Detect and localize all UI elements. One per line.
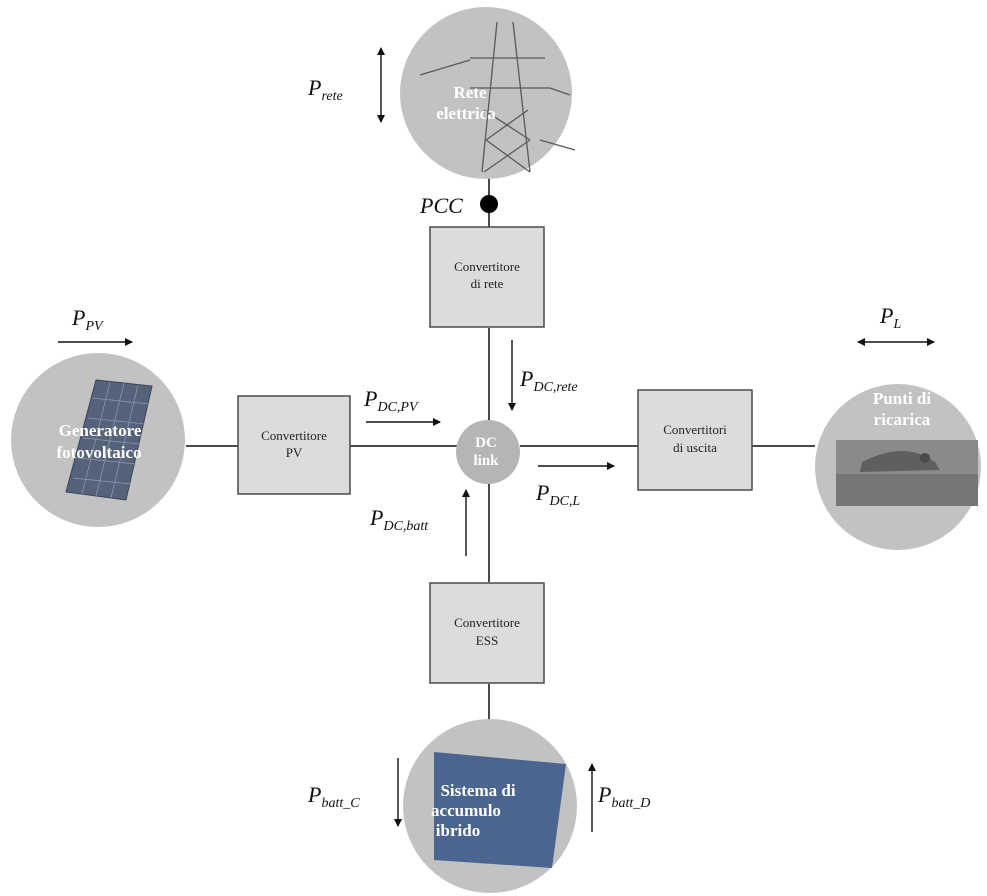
storage-node-label-line2: accumulo <box>431 801 501 820</box>
dc-link-label-line2: link <box>473 453 499 469</box>
charging-node: Punti di ricarica <box>815 384 981 550</box>
dc-link-node: DC link <box>456 420 520 484</box>
ess-converter: Convertitore ESS <box>429 582 545 684</box>
p-l-label: PL <box>879 303 901 332</box>
output-converter: Convertitori di uscita <box>637 389 753 491</box>
charging-station-icon <box>836 440 978 506</box>
pv-converter: Convertitore PV <box>237 395 351 495</box>
storage-node-label-line3: ibrido <box>436 821 480 840</box>
battery-block-icon <box>434 752 566 868</box>
pylon-icon <box>419 21 576 173</box>
grid-node-label-line1: Rete <box>453 83 486 102</box>
p-rete-label: Prete <box>307 75 343 104</box>
p-batt-d-indicator: Pbatt_D <box>588 763 650 832</box>
p-dc-l-indicator: PDC,L <box>535 462 615 509</box>
p-dc-pv-label: PDC,PV <box>363 386 419 415</box>
storage-node-label-line1: Sistema di <box>440 781 515 800</box>
p-batt-c-indicator: Pbatt_C <box>307 758 402 827</box>
ess-converter-line1: Convertitore <box>454 615 520 630</box>
pv-node: Generatore fotovoltaico <box>11 353 185 527</box>
p-dc-rete-label: PDC,rete <box>519 366 578 395</box>
pv-converter-line2: PV <box>286 445 303 460</box>
pcc-label: PCC <box>419 193 463 218</box>
p-dc-batt-indicator: PDC,batt <box>369 489 470 556</box>
p-l-indicator: PL <box>857 303 935 346</box>
grid-converter: Convertitore di rete <box>429 226 545 328</box>
p-dc-pv-indicator: PDC,PV <box>363 386 441 426</box>
charging-node-label-line1: Punti di <box>873 389 931 408</box>
p-batt-c-label: Pbatt_C <box>307 782 360 811</box>
p-batt-d-label: Pbatt_D <box>597 782 650 811</box>
solar-panel-icon <box>65 379 153 501</box>
grid-converter-line1: Convertitore <box>454 259 520 274</box>
pv-converter-line1: Convertitore <box>261 428 327 443</box>
ess-converter-line2: ESS <box>476 633 498 648</box>
grid-converter-line2: di rete <box>471 276 504 291</box>
pcc-point: PCC <box>419 193 498 218</box>
charging-node-label-line2: ricarica <box>874 410 931 429</box>
pv-node-label-line1: Generatore <box>59 421 142 440</box>
storage-node: Sistema di accumulo ibrido <box>403 719 577 893</box>
output-converter-line2: di uscita <box>673 440 717 455</box>
wiring <box>186 162 815 720</box>
p-rete-indicator: Prete <box>307 47 385 123</box>
grid-node: Rete elettrica <box>400 7 576 179</box>
grid-node-label-line2: elettrica <box>436 104 496 123</box>
pv-node-label-line2: fotovoltaico <box>57 443 142 462</box>
output-converter-line1: Convertitori <box>663 422 727 437</box>
p-dc-rete-indicator: PDC,rete <box>508 340 578 411</box>
p-dc-l-label: PDC,L <box>535 480 580 509</box>
dc-link-label-line1: DC <box>475 435 497 451</box>
p-pv-indicator: PPV <box>58 305 133 346</box>
p-pv-label: PPV <box>71 305 104 334</box>
p-dc-batt-label: PDC,batt <box>369 505 429 534</box>
